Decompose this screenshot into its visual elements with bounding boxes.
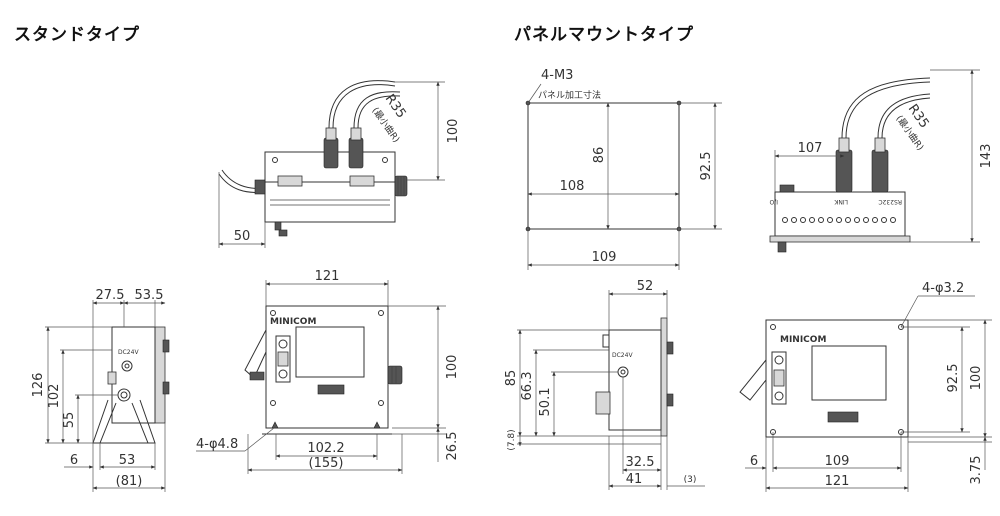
hole-label-4-8: 4-φ4.8 <box>196 437 238 452</box>
stand-type-heading: スタンドタイプ <box>14 25 140 45</box>
dim-7-8: (7.8) <box>507 429 517 450</box>
dim-50-1: 50.1 <box>538 388 553 417</box>
dim-3-75: 3.75 <box>969 456 984 485</box>
brand-logo: MINICOM <box>270 317 316 327</box>
panel-front-view: MINICOM 4-φ3.2 92.5 100 6 109 121 <box>739 281 992 492</box>
dim-108: 108 <box>560 179 585 194</box>
hole-label-3-2: 4-φ3.2 <box>922 281 964 296</box>
dim-26-5: 26.5 <box>445 432 460 461</box>
dim-85: 85 <box>504 370 519 387</box>
dim-3: (3) <box>684 475 697 485</box>
label-io: I/O <box>769 198 778 205</box>
dim-53-5: 53.5 <box>135 288 164 303</box>
dc24v-label: DC24V <box>612 352 633 359</box>
label-link: LINK <box>833 198 848 205</box>
dim-92-5-front: 92.5 <box>946 364 961 393</box>
dim-81: (81) <box>116 474 143 489</box>
dim-109-panel: 109 <box>825 454 850 469</box>
brand-logo: MINICOM <box>780 335 826 345</box>
dim-52: 52 <box>637 279 654 294</box>
nameplate <box>317 384 345 395</box>
dim-41: 41 <box>626 472 643 487</box>
dim-155: (155) <box>309 456 344 471</box>
dim-100-front: 100 <box>445 355 460 380</box>
stand-front-view: MINICOM 121 100 26.5 102 <box>196 269 460 474</box>
dim-6-panel: 6 <box>750 454 758 469</box>
knob-icon <box>387 365 403 385</box>
terminal-icon <box>121 360 133 372</box>
label-panel-cut: パネル加工寸法 <box>538 89 601 101</box>
panel-profile-view: DC24V 52 85 66.3 50.1 (7.8) 32.5 41 <box>504 279 705 490</box>
dim-53: 53 <box>119 453 136 468</box>
label-4-m3: 4-M3 <box>541 68 573 83</box>
dim-100-side: 100 <box>446 119 461 144</box>
dim-32-5: 32.5 <box>626 455 655 470</box>
dim-100-panel: 100 <box>969 366 984 391</box>
dim-102-2: 102.2 <box>307 441 344 456</box>
dim-121: 121 <box>315 269 340 284</box>
dim-102: 102 <box>47 384 62 409</box>
lcd-screen <box>295 326 365 378</box>
dc24v-label: DC24V <box>118 349 139 356</box>
dim-143: 143 <box>979 144 994 169</box>
dim-109-cutout: 109 <box>592 250 617 265</box>
connector-icon <box>323 137 339 169</box>
terminal-row <box>782 217 896 223</box>
dim-66-3: 66.3 <box>520 372 535 401</box>
cable <box>328 80 396 129</box>
panel-side-view: I/O LINK RS232C R35 (最小曲R) 107 1 <box>769 69 994 253</box>
dim-50: 50 <box>234 229 251 244</box>
dim-86: 86 <box>592 147 607 164</box>
dim-92-5-cutout: 92.5 <box>699 152 714 181</box>
panel-cutout-rect <box>527 102 680 230</box>
dim-27-5: 27.5 <box>96 288 125 303</box>
connector-icon <box>871 149 889 193</box>
stand-side-view: R35 (最小曲R) 100 50 <box>218 80 461 248</box>
cable <box>841 77 931 139</box>
nameplate <box>827 411 859 423</box>
panel-side-body <box>774 191 906 237</box>
dim-126: 126 <box>31 373 46 398</box>
dim-107: 107 <box>798 141 823 156</box>
dim-121-panel: 121 <box>825 474 850 489</box>
label-rs232c: RS232C <box>878 198 902 205</box>
dim-6: 6 <box>70 453 78 468</box>
lcd-screen <box>811 345 887 401</box>
panel-cutout-view: 4-M3 パネル加工寸法 86 108 92.5 109 <box>525 68 722 270</box>
stand-arm <box>244 329 267 379</box>
panel-plate <box>660 317 668 437</box>
stand-side-main-body <box>264 181 396 223</box>
cable <box>877 93 931 139</box>
dim-55: 55 <box>62 412 77 429</box>
cable <box>353 91 401 129</box>
connector-icon <box>348 137 364 169</box>
stand-profile-view: DC24V 27.5 53.5 126 102 55 <box>31 288 170 492</box>
stand-arm <box>739 359 767 401</box>
panel-mount-type-heading: パネルマウントタイプ <box>514 25 694 45</box>
